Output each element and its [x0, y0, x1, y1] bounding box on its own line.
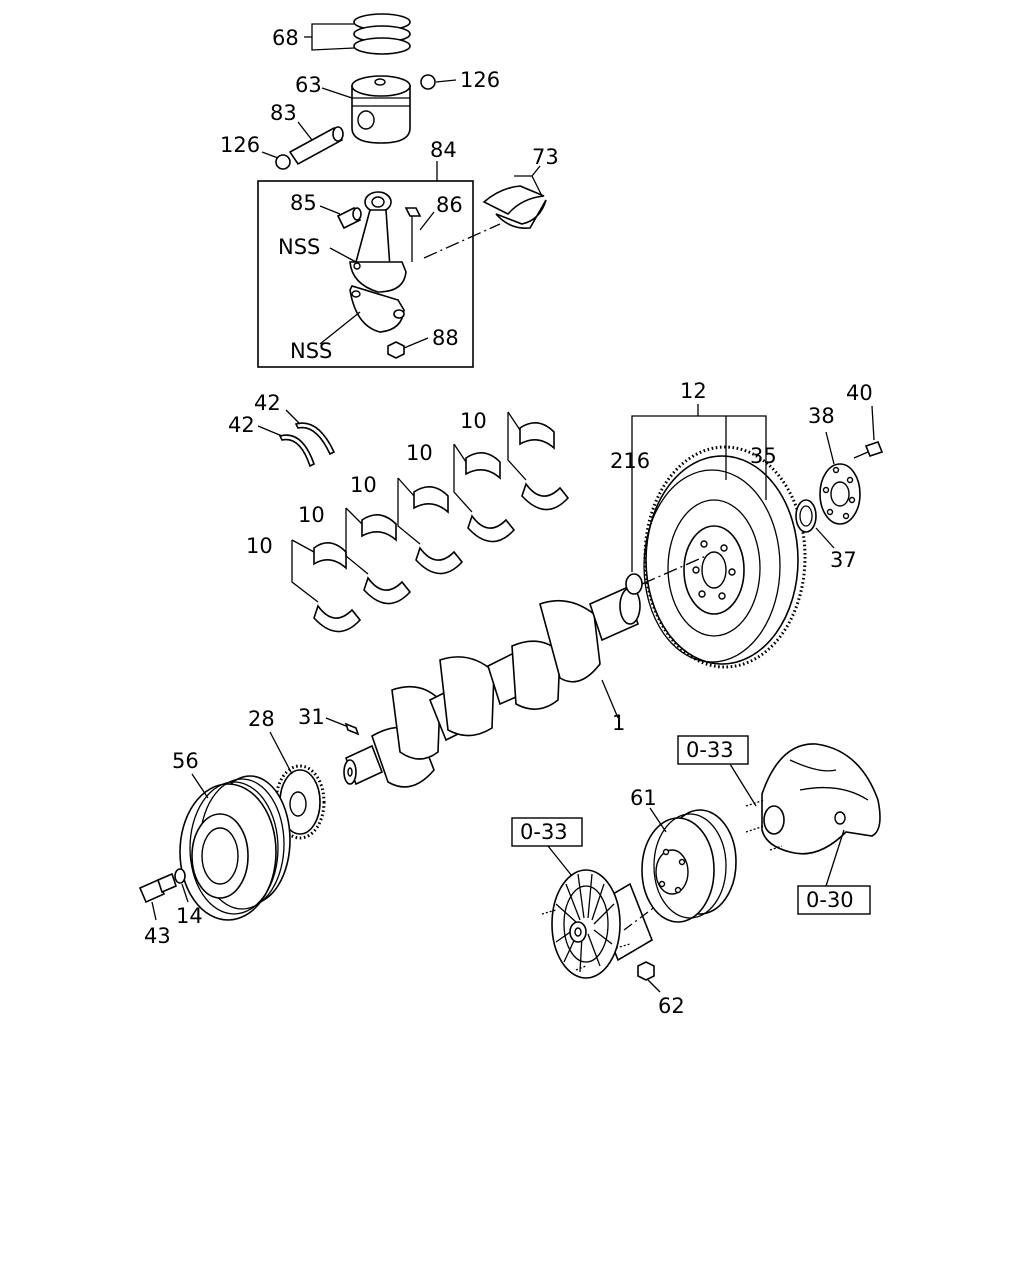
label-38: 38: [808, 404, 835, 428]
label-62: 62: [658, 994, 685, 1018]
water-pump-pulley: [641, 809, 737, 923]
crank-timing-gear: [274, 764, 326, 840]
pilot-bushing: [625, 573, 643, 595]
label-31: 31: [298, 705, 325, 729]
label-216: 216: [610, 449, 650, 473]
label-28: 28: [248, 707, 275, 731]
ref-box-0-33-left: [511, 817, 583, 847]
label-42-a: 42: [228, 413, 255, 437]
label-40: 40: [846, 381, 873, 405]
main-bearing-set-1: 10: [246, 534, 362, 633]
flywheel-bolt: [853, 441, 884, 459]
label-10-1: 10: [246, 534, 273, 558]
label-63: 63: [295, 73, 322, 97]
label-42-b: 42: [254, 391, 281, 415]
label-88: 88: [432, 326, 459, 350]
flywheel-bearing: [795, 499, 817, 533]
connecting-rod-kit-box: [257, 180, 474, 368]
main-bearing-set-5: 10: [460, 409, 570, 511]
ref-0-33-top: 0-33: [686, 738, 734, 762]
leader-68: [311, 23, 355, 51]
label-86: 86: [436, 193, 463, 217]
crankshaft: [343, 586, 641, 788]
label-35: 35: [750, 444, 777, 468]
label-10-2: 10: [298, 503, 325, 527]
connecting-rod: [349, 191, 407, 293]
label-126-top: 126: [460, 68, 500, 92]
label-10-3: 10: [350, 473, 377, 497]
pulley-bolt: [138, 872, 177, 904]
fan-hub-assembly: [541, 869, 653, 979]
label-43: 43: [144, 924, 171, 948]
con-rod-bearing: [482, 185, 547, 230]
crank-pulley: [179, 775, 291, 921]
main-bearing-set-3: 10: [350, 473, 464, 575]
small-end-bushing: [336, 206, 362, 230]
label-37: 37: [830, 548, 857, 572]
piston-pin: [288, 126, 344, 166]
label-68: 68: [272, 26, 299, 50]
pulley-washer: [174, 868, 186, 884]
leader-63: [321, 87, 353, 99]
label-nss-lower: NSS: [290, 339, 332, 363]
piston-rings: [353, 13, 411, 55]
main-bearing-set-2: 10: [298, 503, 412, 605]
flywheel-plate: [819, 463, 861, 525]
label-84: 84: [430, 138, 457, 162]
ref-0-30: 0-30: [806, 888, 854, 912]
label-12: 12: [680, 379, 707, 403]
thrust-washer-2: [294, 422, 336, 456]
rod-nut: [387, 341, 405, 359]
rod-bolt: [404, 207, 422, 262]
thrust-washer-1: [278, 434, 315, 468]
label-126-left: 126: [220, 133, 260, 157]
woodruff-key: [344, 722, 360, 736]
label-10-4: 10: [406, 441, 433, 465]
circlip-126-left: [275, 154, 291, 170]
flywheel: [643, 445, 807, 669]
label-14: 14: [176, 904, 203, 928]
label-56: 56: [172, 749, 199, 773]
main-bearing-set-4: 10: [406, 441, 516, 543]
ref-box-0-33-top: [677, 735, 749, 765]
label-1: 1: [612, 711, 625, 735]
ref-0-33-left: 0-33: [520, 820, 568, 844]
ref-box-0-30: [797, 885, 871, 915]
label-61: 61: [630, 786, 657, 810]
label-85: 85: [290, 191, 317, 215]
circlip-126: [420, 74, 436, 90]
piston: [351, 75, 411, 144]
water-pump-housing: [745, 743, 881, 855]
label-83: 83: [270, 101, 297, 125]
fan-nut: [637, 961, 655, 981]
label-73: 73: [532, 145, 559, 169]
connecting-rod-cap: [349, 285, 405, 333]
label-nss-upper: NSS: [278, 235, 320, 259]
label-10-5: 10: [460, 409, 487, 433]
